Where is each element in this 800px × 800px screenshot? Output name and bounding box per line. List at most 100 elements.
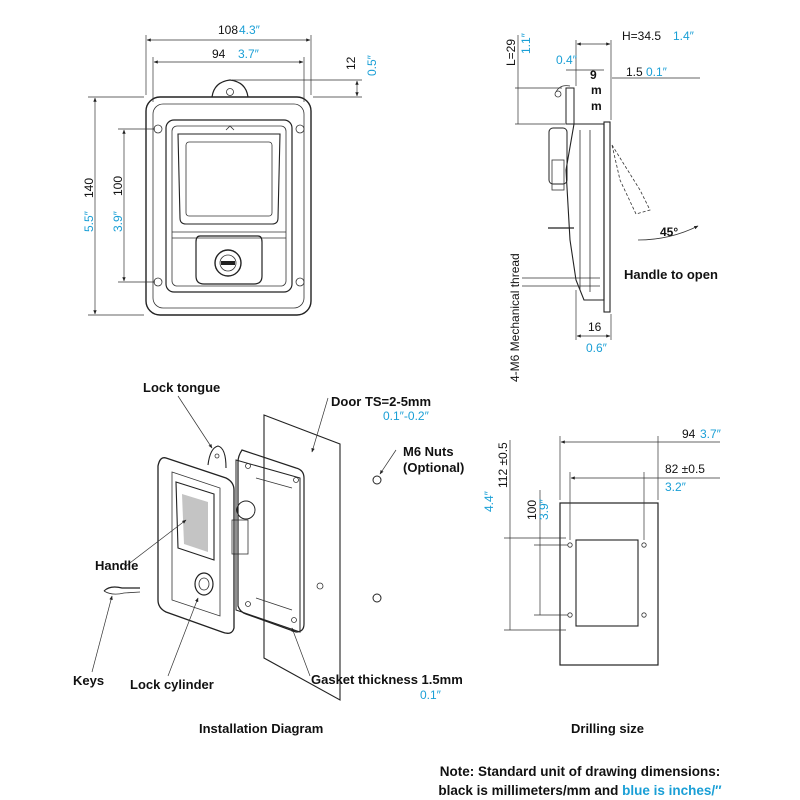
dim-drill-height-mm: 112 ±0.5: [496, 442, 510, 488]
m6-nut-icon: [372, 593, 382, 603]
dim-drill-inner-mm: 100: [525, 500, 539, 520]
side-cylinder: [551, 159, 565, 191]
dim-width-mm: 108: [218, 23, 238, 37]
dim-flange-mm: 1.5: [626, 65, 643, 79]
leader-lock-cylinder: [167, 597, 199, 677]
units-note-line1: Note: Standard unit of drawing dimension…: [439, 764, 721, 779]
label-gasket: Gasket thickness 1.5mm: [311, 672, 463, 687]
dim-inner-height-in: 3.9″: [111, 210, 125, 232]
label-door-ts-in: 0.1″-0.2″: [383, 409, 430, 423]
mount-hole-icon: [295, 124, 305, 134]
handle-open-position: [611, 144, 651, 215]
lock-cylinder-icon: [214, 249, 242, 277]
dim-offset-in: 0.4″: [556, 53, 578, 67]
dim-drill-inner-in: 3.9″: [537, 498, 551, 520]
mount-hole-icon: [295, 277, 305, 287]
leader-lock-tongue: [177, 395, 213, 449]
drill-hole-icon: [567, 542, 573, 548]
install-lock-cylinder-icon: [194, 572, 214, 596]
cam-disc: [236, 500, 256, 520]
dim-flange-in: 0.1″: [646, 65, 668, 79]
label-handle: Handle: [95, 558, 138, 573]
install-lock-tongue: [207, 445, 227, 469]
dim-l-in: 1.1″: [519, 32, 533, 54]
front-recess: [165, 119, 293, 293]
label-nuts: M6 Nuts: [403, 444, 454, 459]
install-tongue-hole: [214, 453, 220, 459]
dim-unit-m1: m: [591, 83, 602, 97]
side-cam: [548, 127, 568, 185]
side-lock-tongue: [565, 87, 575, 125]
door-panel: [263, 414, 341, 701]
lock-body: [195, 235, 263, 285]
stud-icon: [293, 477, 299, 483]
front-flange-inner: [152, 103, 305, 309]
leader-gasket: [291, 627, 311, 677]
drill-hole-icon: [641, 542, 647, 548]
dim-height-mm: 140: [82, 178, 96, 198]
backplate-detail: [255, 477, 293, 489]
dim-drill-width-in: 3.7″: [700, 427, 722, 441]
dim-depth-in: 0.6″: [586, 341, 608, 355]
handle-notch: [225, 125, 235, 131]
handle-to-open-label: Handle to open: [624, 267, 718, 282]
stud-icon: [245, 463, 251, 469]
mount-hole-icon: [153, 277, 163, 287]
handle-paddle: [177, 133, 281, 225]
leader-handle: [125, 519, 187, 567]
drilling-view: 94 3.7″ 82 ±0.5 3.2″ 112 ±0.5 4.4″ 100 3…: [482, 427, 722, 736]
install-handle: [175, 481, 215, 561]
leader-nuts: [379, 449, 397, 475]
key-icon: [103, 586, 140, 592]
dim-h-mm: H=34.5: [622, 29, 661, 43]
label-nuts-optional: (Optional): [403, 460, 464, 475]
dim-height-in: 5.5″: [82, 210, 96, 232]
dim-tab-mm: 12: [344, 56, 358, 70]
dim-tongue-mm: 9: [590, 68, 597, 82]
dim-inner-width-in: 3.7″: [238, 47, 260, 61]
dim-drill-height-in: 4.4″: [482, 490, 496, 512]
lock-cylinder-core: [219, 254, 237, 272]
dim-width-in: 4.3″: [239, 23, 261, 37]
install-handle-shade: [182, 494, 208, 552]
leader-door: [311, 397, 329, 453]
install-flange: [157, 457, 235, 634]
leader-keys: [91, 595, 113, 673]
dim-tab-in: 0.5″: [365, 54, 379, 76]
drilling-caption: Drilling size: [571, 721, 644, 736]
key-slot-icon: [221, 261, 235, 265]
rotation-arrow-icon: [637, 225, 699, 241]
units-note-blue: blue is inches/″: [622, 783, 722, 798]
dim-h-in: 1.4″: [673, 29, 695, 43]
label-lock-cylinder: Lock cylinder: [130, 677, 214, 692]
install-cylinder-core: [198, 577, 210, 591]
handle-face: [185, 141, 273, 217]
drill-plate: [559, 502, 659, 666]
front-recess-inner: [171, 125, 287, 287]
tab-hole: [226, 88, 234, 96]
lock-backplate: [237, 449, 305, 633]
side-body: [565, 123, 605, 301]
key-icon: [103, 590, 141, 595]
side-view: 45° Handle to open L=29 1.1″ H=34.5 1.4″…: [504, 29, 718, 382]
side-tongue-curl: [555, 85, 571, 93]
drill-cutout: [575, 539, 639, 627]
installation-caption: Installation Diagram: [199, 721, 323, 736]
label-keys: Keys: [73, 673, 104, 688]
stud-icon: [291, 617, 297, 623]
m6-nut-icon: [372, 475, 382, 485]
dim-inner-height-mm: 100: [111, 176, 125, 196]
dim-inner-width-mm: 94: [212, 47, 226, 61]
dim-unit-m2: m: [591, 99, 602, 113]
install-recess: [171, 471, 221, 617]
front-view: 108 4.3″ 94 3.7″ 12 0.5″ 140 5.5″ 100 3.…: [82, 23, 379, 316]
label-door-ts: Door TS=2-5mm: [331, 394, 431, 409]
side-tongue-pin: [554, 90, 562, 98]
dim-l-mm: L=29: [504, 39, 518, 66]
cam-body: [231, 519, 249, 555]
dim-depth-mm: 16: [588, 320, 602, 334]
dim-hole-span-mm: 82 ±0.5: [665, 462, 705, 476]
units-note-prefix: black is millimeters/mm and: [438, 783, 623, 798]
thread-label: 4-M6 Mechanical thread: [508, 253, 522, 382]
